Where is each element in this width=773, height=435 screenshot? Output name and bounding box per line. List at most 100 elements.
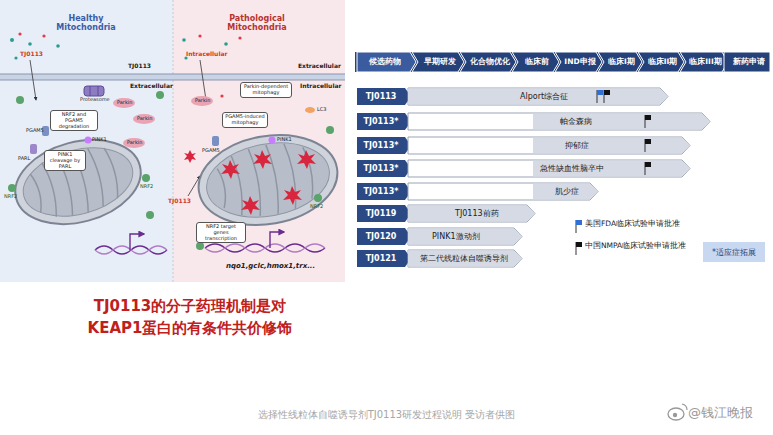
drawing-ellipse: [191, 96, 213, 106]
drug-id-box: TJ0113*: [357, 160, 411, 177]
drug-id-box: TJ0121: [357, 250, 411, 267]
stage-chevron: 临床III期: [680, 52, 728, 72]
parkin-proteins: [113, 96, 213, 148]
progress-bar: 急性缺血性脑卒中: [408, 160, 690, 177]
label-text: PGAM5: [202, 148, 220, 154]
legend-text: 中国NMPA临床试验申请批准: [585, 241, 686, 250]
drawing-line: [0, 80, 345, 81]
drawing-polygon: [241, 196, 260, 215]
bar-fill: [408, 229, 522, 245]
label-text: @钱江晚报: [688, 406, 753, 421]
flag-cloth: [645, 115, 651, 120]
node-text: 早期研发: [424, 57, 456, 67]
drawing-circle: [18, 32, 21, 35]
label-text: LC3: [317, 107, 326, 113]
node-text: 临床II期: [648, 57, 678, 67]
drawing-polygon: [355, 52, 770, 72]
stage-chevron: 候选药物: [357, 52, 416, 72]
node-shape: [408, 137, 690, 154]
stage-shape: [460, 52, 516, 72]
drawing-circle: [146, 211, 154, 219]
drug-id-box: TJ0120: [357, 228, 411, 245]
drug-id-box: TJ0113: [357, 88, 411, 105]
bar-outline: [408, 183, 598, 200]
drawing-circle: [196, 242, 204, 250]
label-text: Parkin: [137, 116, 152, 122]
progress-bar: PINK1激动剂: [408, 228, 522, 245]
nrf2-proteins: [8, 91, 334, 250]
drawing-circle: [314, 194, 322, 202]
label-text: Proteasome: [80, 97, 110, 103]
drawing-rect: [30, 144, 37, 154]
bar-fill: [533, 161, 690, 177]
drawing-path: [205, 244, 325, 252]
id-shape: [357, 88, 411, 105]
node-text: 抑郁症: [565, 137, 589, 154]
node-text: Parkin-dependent mitophagy: [243, 84, 289, 96]
progress-bar: 帕金森病: [408, 113, 710, 130]
node-text: TJ0119: [366, 209, 397, 218]
drug-id-box: TJ0119: [357, 205, 411, 222]
callout-box: Parkin-dependent mitophagy: [240, 82, 292, 98]
panel-grounds: [0, 0, 345, 282]
ros-bursts: [184, 150, 316, 215]
progress-bar: 第二代线粒体自噬诱导剂: [408, 250, 522, 267]
drawing-polygon: [283, 186, 302, 205]
node-text: TJ0113前药: [455, 205, 499, 222]
stage-chevron: 临床前: [512, 52, 559, 72]
stage-chevron: 临床II期: [638, 52, 684, 72]
label-text: Extracellular: [298, 63, 341, 70]
drawing-circle: [156, 91, 164, 99]
node-text: TJ0121: [366, 254, 397, 263]
stage-shape: [598, 52, 642, 72]
drawing-circle: [326, 126, 334, 134]
bar-fill: [533, 184, 598, 200]
drawing-rect: [84, 86, 104, 96]
approval-flag: [597, 90, 603, 103]
bar-outline: [408, 205, 535, 222]
drawing-ellipse: [191, 125, 344, 236]
flag-cloth: [645, 139, 651, 144]
drawing-line: [98, 86, 99, 96]
drawing-rect: [0, 74, 345, 80]
id-shape: [357, 205, 411, 222]
drawing-polygon: [184, 150, 196, 163]
mitochondrial-proteins: [30, 107, 315, 154]
node-text: *适应症拓展: [712, 247, 756, 258]
weibo-logo: [668, 404, 687, 420]
drawing-line: [200, 60, 206, 100]
drawing-ellipse: [123, 138, 145, 148]
drawing-ellipse: [305, 107, 315, 113]
stage-shape: [555, 52, 602, 72]
drawing-circle: [224, 42, 228, 46]
id-shape: [357, 183, 411, 200]
drawing-rect: [576, 220, 582, 225]
bar-fill: [533, 138, 690, 154]
legend-row: 中国NMPA临床试验申请批准: [585, 242, 686, 251]
node-text: 新药申请: [733, 57, 765, 67]
stage-shape: [412, 52, 464, 72]
id-shape: [357, 228, 411, 245]
stage-shape: [638, 52, 684, 72]
bar-fill: [408, 251, 522, 267]
drawing-path: [27, 141, 123, 224]
drawing-path: [130, 234, 144, 250]
label-text: NRF2: [4, 194, 17, 200]
drawing-path: [95, 246, 167, 254]
drawing-path: [95, 246, 167, 254]
pathological-mitochondrion: [191, 125, 344, 236]
label-text: PINK1: [92, 137, 107, 143]
drawing-ellipse: [6, 127, 150, 237]
node-text: PINK1 cleavage by PARL: [47, 152, 83, 169]
node-text: 第二代线粒体自噬诱导剂: [420, 250, 508, 267]
cell-membrane: [0, 74, 345, 80]
drawing-rect: [212, 136, 219, 146]
drawing-circle: [220, 94, 223, 97]
label-text: Intracellular: [300, 83, 341, 90]
drawing-circle: [56, 44, 60, 48]
stage-chevron: 化合物优化: [460, 52, 516, 72]
label-text: TJ0113: [128, 63, 151, 70]
bar-outline: [408, 250, 522, 267]
stage-chevron: 临床I期: [598, 52, 642, 72]
